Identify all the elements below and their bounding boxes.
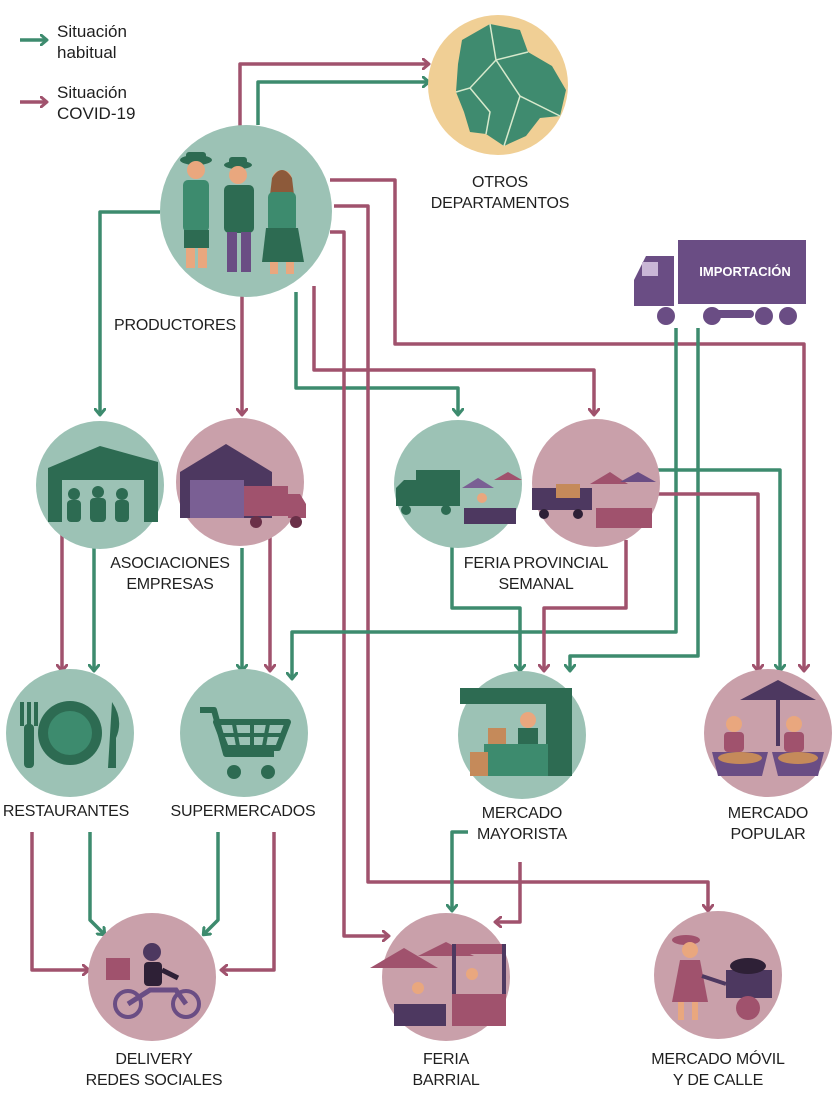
restaurantes-node [6, 669, 134, 797]
legend-covid: Situación COVID-19 [57, 82, 135, 124]
supermercados-node [180, 669, 308, 797]
mercado-popular-node [704, 669, 832, 797]
street-vendor-cart-icon [672, 935, 772, 1020]
mercado-mayorista-node [458, 671, 586, 799]
mercado-movil-label: MERCADO MÓVIL Y DE CALLE [651, 1051, 785, 1089]
arrow-restaurantes-delivery-habitual [88, 832, 104, 934]
otros-departamentos-node [428, 15, 568, 155]
arrow-feria-mayorista-habitual [450, 546, 520, 670]
legend-covid-line2: COVID-19 [57, 104, 136, 123]
arrow-supermercados-delivery-habitual [204, 832, 220, 934]
warehouse-people-icon [48, 446, 158, 522]
asociaciones-empresas-label: ASOCIACIONES EMPRESAS [110, 555, 230, 593]
arrow-mayorista-barrial-covid [496, 862, 522, 922]
arrow-productores-popular-covid [330, 178, 804, 670]
feria-green-node [394, 420, 522, 548]
arrow-productores-movil-covid [334, 204, 708, 910]
arrow-productores-feria-covid [312, 286, 594, 414]
arrow-mayorista-barrial-habitual [452, 830, 468, 910]
delivery-motorbike-icon [106, 943, 201, 1019]
mercado-popular-label: MERCADO POPULAR [727, 805, 809, 843]
arrow-supermercados-delivery-covid [222, 832, 276, 970]
neighborhood-fair-icon [370, 942, 506, 1026]
feria-barrial-label: FERIA BARRIAL [412, 1051, 480, 1089]
empresas-node [176, 418, 306, 546]
arrow-feria-popular-habitual [658, 468, 780, 670]
legend-habitual-line2: habitual [57, 43, 117, 62]
importacion-truck [634, 240, 806, 325]
arrow-feria-popular-covid [658, 492, 758, 670]
flow-arrows [30, 64, 804, 970]
arrow-feria-mayorista-covid [544, 540, 628, 670]
supermercados-label: SUPERMERCADOS [170, 803, 316, 820]
pickup-market-stall-icon [532, 472, 656, 528]
restaurantes-label: RESTAURANTES [2, 803, 130, 820]
feria-pink-node [532, 419, 660, 547]
arrow-productores-feria-habitual [294, 292, 458, 414]
productores-label: PRODUCTORES [114, 317, 236, 334]
bolivia-map-icon [455, 23, 566, 147]
mercado-movil-node [654, 911, 782, 1039]
feria-provincial-label: FERIA PROVINCIAL SEMANAL [463, 555, 609, 593]
legend-arrows [20, 40, 46, 102]
umbrella-vendors-icon [712, 680, 824, 776]
importacion-label: IMPORTACIÓN [699, 264, 791, 279]
asociaciones-node [36, 421, 164, 549]
arrow-productores-barrial-covid [330, 230, 388, 936]
warehouse-truck-icon [180, 444, 306, 528]
arrow-productores-otros-covid [238, 64, 428, 130]
wholesale-stall-icon [460, 688, 572, 776]
truck-icon [634, 240, 806, 325]
truck-market-stall-icon [396, 470, 522, 524]
feria-barrial-node [370, 913, 510, 1041]
arrow-importacion-supermercados [292, 328, 678, 678]
delivery-node [88, 913, 216, 1041]
otros-departamentos-label: OTROS DEPARTAMENTOS [430, 174, 570, 212]
legend-habitual: Situación habitual [57, 21, 127, 63]
farmers-group-icon [180, 152, 304, 274]
arrow-productores-asociaciones-habitual [100, 210, 160, 414]
legend-covid-line1: Situación [57, 83, 127, 102]
productores-node [160, 125, 332, 297]
arrow-importacion-mayorista [570, 328, 700, 670]
mercado-mayorista-label: MERCADO MAYORISTA [476, 805, 568, 843]
arrow-restaurantes-delivery-covid [30, 832, 88, 970]
shopping-cart-icon [200, 707, 291, 779]
plate-cutlery-icon [20, 701, 120, 768]
arrow-productores-otros-habitual [256, 82, 428, 125]
delivery-label: DELIVERY REDES SOCIALES [85, 1051, 223, 1089]
legend-habitual-line1: Situación [57, 22, 127, 41]
